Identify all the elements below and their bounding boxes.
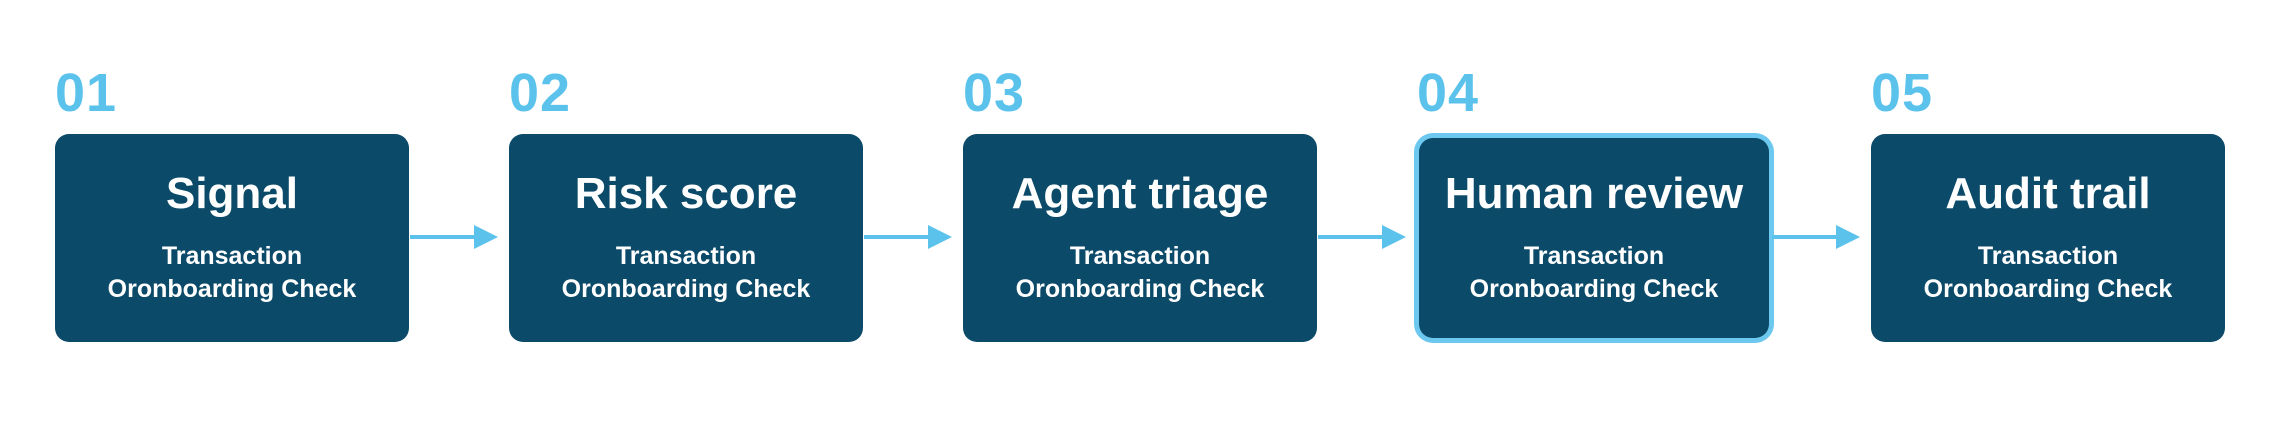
step-subtitle-line2: Oronboarding Check (561, 275, 811, 304)
step-subtitle-line1: Transaction (161, 242, 303, 271)
step-title: Risk score (574, 168, 798, 218)
step-box-audit-trail: Audit trail Transaction Oronboarding Che… (1871, 134, 2225, 342)
step-box-signal: Signal Transaction Oronboarding Check (55, 134, 409, 342)
step-subtitle-line1: Transaction (1977, 242, 2119, 271)
step-box-human-review: Human review Transaction Oronboarding Ch… (1419, 138, 1769, 338)
step-subtitle-line2: Oronboarding Check (107, 275, 357, 304)
step-number-05: 05 (1871, 63, 1934, 123)
step-subtitle-line2: Oronboarding Check (1015, 275, 1265, 304)
step-box-risk-score: Risk score Transaction Oronboarding Chec… (509, 134, 863, 342)
arrow-right-icon (1772, 225, 1860, 249)
step-subtitle-line2: Oronboarding Check (1923, 275, 2173, 304)
step-subtitle-line1: Transaction (1523, 242, 1665, 271)
step-number-03: 03 (963, 63, 1026, 123)
step-subtitle-line1: Transaction (1069, 242, 1211, 271)
step-title: Audit trail (1945, 168, 2151, 218)
step-number-01: 01 (55, 63, 118, 123)
arrow-right-icon (1318, 225, 1406, 249)
step-title: Agent triage (1011, 168, 1269, 218)
arrow-right-icon (410, 225, 498, 249)
step-number-04: 04 (1417, 63, 1480, 123)
step-number-02: 02 (509, 63, 572, 123)
step-title: Human review (1444, 168, 1744, 218)
step-subtitle-line2: Oronboarding Check (1469, 275, 1719, 304)
step-subtitle-line1: Transaction (615, 242, 757, 271)
step-title: Signal (165, 168, 299, 218)
step-box-agent-triage: Agent triage Transaction Oronboarding Ch… (963, 134, 1317, 342)
arrow-right-icon (864, 225, 952, 249)
